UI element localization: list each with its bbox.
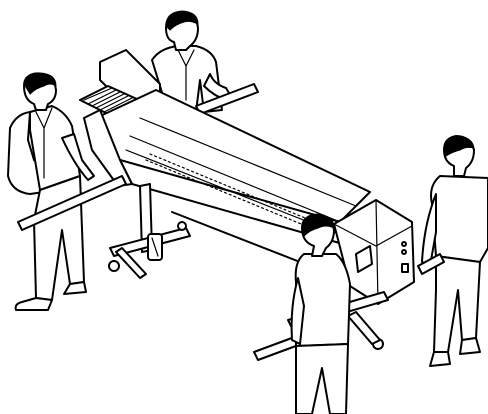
person-bottom	[290, 213, 351, 414]
person-right	[421, 135, 488, 367]
beam-left	[17, 175, 127, 231]
beam-right	[417, 253, 445, 275]
person-left	[7, 72, 95, 311]
